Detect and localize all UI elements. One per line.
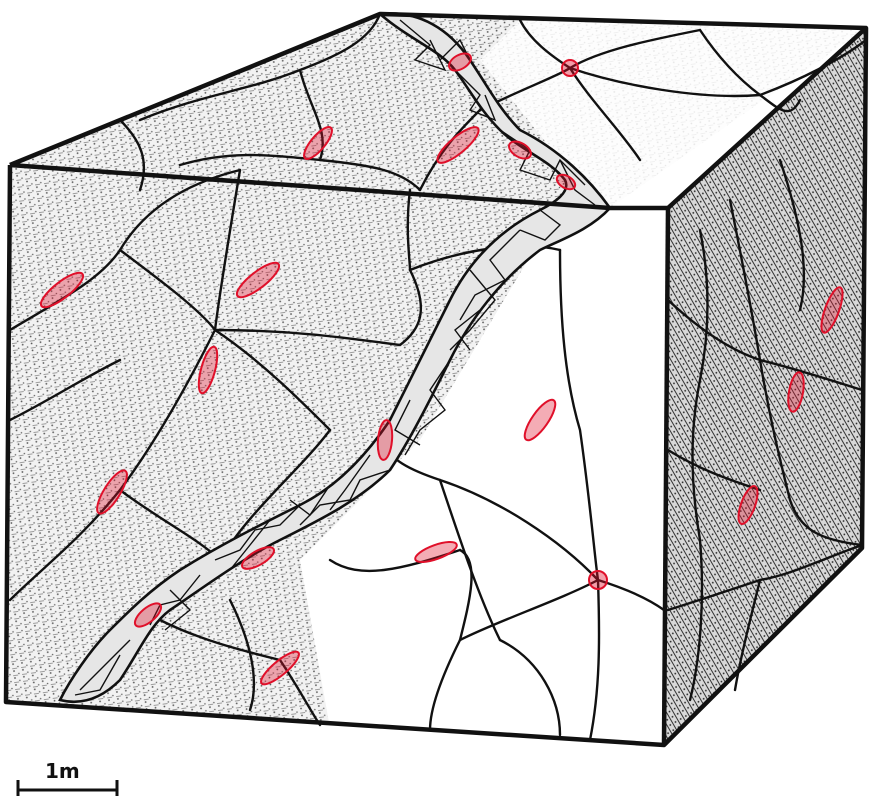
- triple-junction: [589, 571, 607, 589]
- scale-bar-label: 1m: [45, 759, 80, 783]
- scale-bar: 1m: [18, 759, 117, 796]
- triple-junction: [562, 60, 578, 76]
